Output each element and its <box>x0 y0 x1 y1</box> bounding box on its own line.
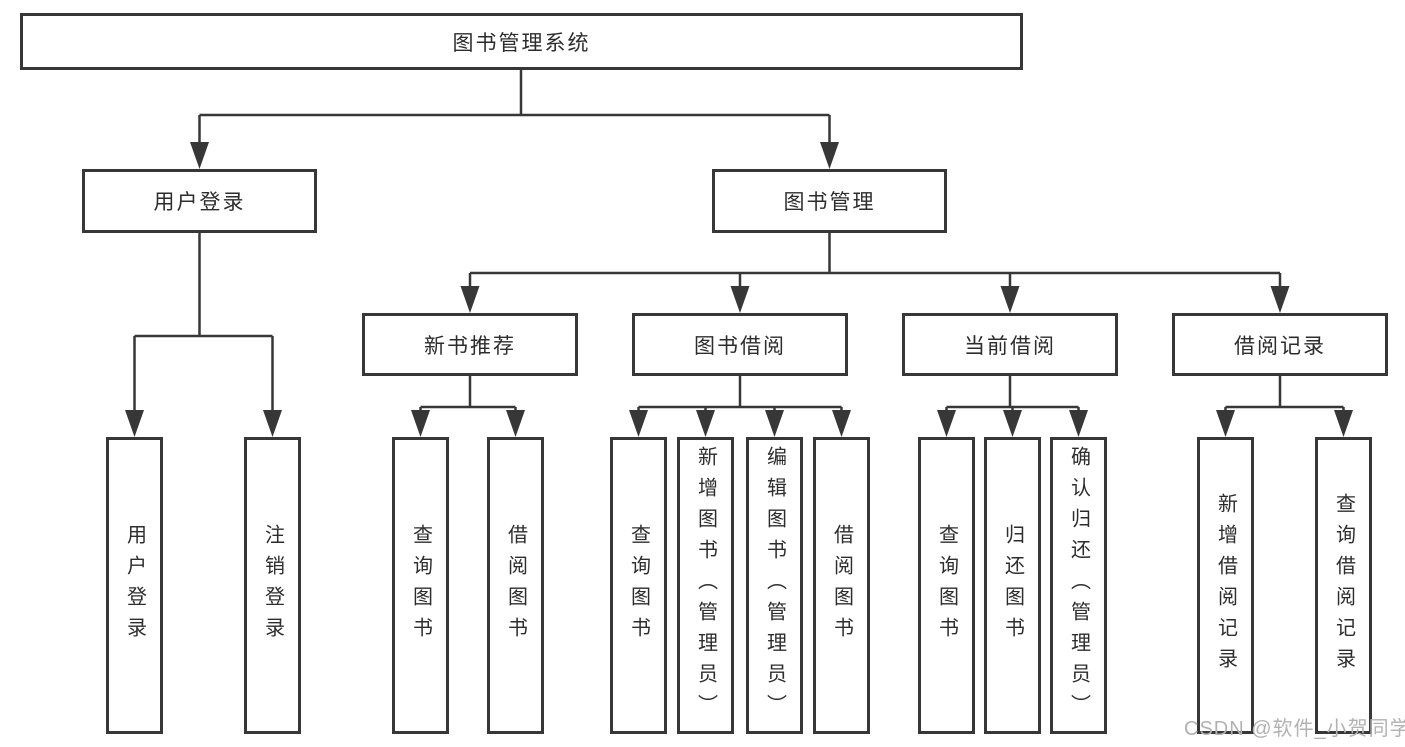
leaf-add-books-admin: 新增图书（管理员） <box>677 437 734 734</box>
node-root-system: 图书管理系统 <box>20 13 1023 70</box>
leaf-newbook-borrow-books-label: 借阅图书 <box>504 523 527 648</box>
leaf-add-borrow-record-label: 新增借阅记录 <box>1214 492 1237 679</box>
node-book-borrow-label: 图书借阅 <box>694 334 786 358</box>
leaf-add-books-admin-label: 新增图书（管理员） <box>694 446 717 725</box>
node-book-management-label: 图书管理 <box>783 191 876 214</box>
node-user-login-label: 用户登录 <box>153 191 246 214</box>
node-book-borrow: 图书借阅 <box>632 313 848 376</box>
node-book-management: 图书管理 <box>712 169 947 233</box>
leaf-logout: 注销登录 <box>244 437 301 734</box>
csdn-watermark: CSDN @软件_小贺同学 <box>1184 718 1405 740</box>
leaf-user-login-label: 用户登录 <box>123 523 146 648</box>
leaf-current-query-books-label: 查询图书 <box>935 523 958 648</box>
node-current-borrow: 当前借阅 <box>902 313 1118 376</box>
leaf-borrow-books: 借阅图书 <box>813 437 870 734</box>
leaf-borrow-query-books: 查询图书 <box>610 437 667 734</box>
node-borrow-record: 借阅记录 <box>1172 313 1388 376</box>
leaf-borrow-query-books-label: 查询图书 <box>627 523 650 648</box>
node-new-book-recommend: 新书推荐 <box>362 313 578 376</box>
node-current-borrow-label: 当前借阅 <box>964 334 1056 358</box>
leaf-borrow-books-label: 借阅图书 <box>830 523 853 648</box>
leaf-newbook-borrow-books: 借阅图书 <box>487 437 544 734</box>
leaf-logout-label: 注销登录 <box>261 523 284 648</box>
leaf-add-borrow-record: 新增借阅记录 <box>1197 437 1254 734</box>
node-root-label: 图书管理系统 <box>452 31 591 55</box>
leaf-newbook-query-books-label: 查询图书 <box>409 523 432 648</box>
leaf-confirm-return-admin: 确认归还（管理员） <box>1050 437 1107 734</box>
leaf-query-borrow-record: 查询借阅记录 <box>1315 437 1372 734</box>
leaf-return-books-label: 归还图书 <box>1001 523 1024 648</box>
leaf-return-books: 归还图书 <box>984 437 1041 734</box>
leaf-current-query-books: 查询图书 <box>918 437 975 734</box>
leaf-confirm-return-admin-label: 确认归还（管理员） <box>1067 446 1090 725</box>
leaf-newbook-query-books: 查询图书 <box>392 437 449 734</box>
leaf-user-login: 用户登录 <box>106 437 163 734</box>
node-borrow-record-label: 借阅记录 <box>1234 334 1326 358</box>
leaf-query-borrow-record-label: 查询借阅记录 <box>1332 492 1355 679</box>
leaf-edit-books-admin: 编辑图书（管理员） <box>746 437 803 734</box>
leaf-edit-books-admin-label: 编辑图书（管理员） <box>763 446 786 725</box>
node-new-book-recommend-label: 新书推荐 <box>424 334 516 358</box>
node-user-login: 用户登录 <box>82 169 317 233</box>
